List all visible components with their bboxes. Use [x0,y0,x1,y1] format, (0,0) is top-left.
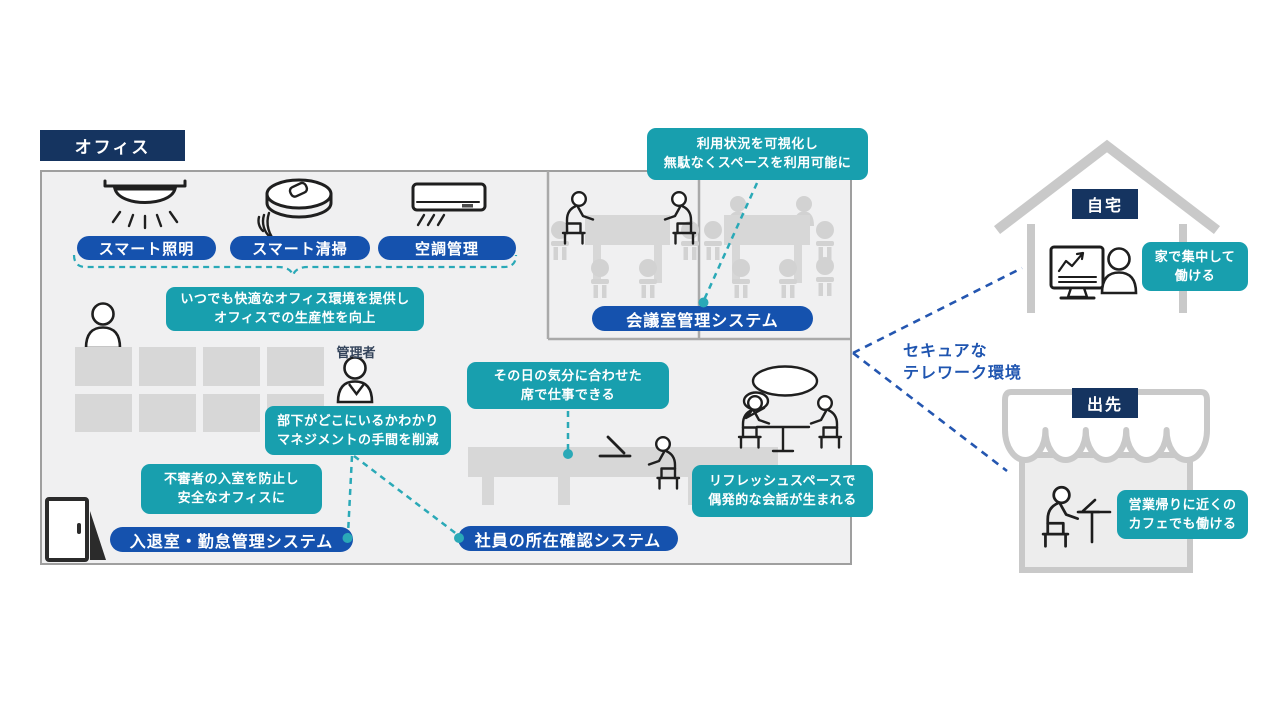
callout-manager-visibility: 部下がどこにいるかわかり マネジメントの手間を削減 [265,406,451,455]
pill-smart-lighting: スマート照明 [77,236,216,260]
manager-label: 管理者 [336,345,376,360]
callout-home-focus: 家で集中して 働ける [1142,242,1248,291]
callout-free-seat: その日の気分に合わせた 席で仕事できる [467,362,669,409]
pill-meeting-room-system: 会議室管理システム [592,306,813,331]
pill-smart-cleaning: スマート清掃 [230,236,370,260]
out-title-tag: 出先 [1072,388,1138,418]
home-monitor-icon [1049,245,1105,300]
pill-entry-attendance-system: 入退室・勤怠管理システム [110,527,353,552]
store-icon [1002,389,1210,573]
pill-ac-management: 空調管理 [378,236,516,260]
callout-meeting-usage: 利用状況を可視化し 無駄なくスペースを利用可能に [647,128,868,180]
cafe-laptop-desk-icon [1076,498,1112,544]
callout-security: 不審者の入室を防止し 安全なオフィスに [141,464,322,514]
pill-location-system: 社員の所在確認システム [458,526,678,551]
home-worker-icon [1100,247,1138,295]
callout-cafe-work: 営業帰りに近くの カフェでも働ける [1117,490,1248,539]
callout-comfortable-office: いつでも快適なオフィス環境を提供し オフィスでの生産性を向上 [166,287,424,331]
cafe-worker-icon [1041,485,1080,548]
callout-refresh-space: リフレッシュスペースで 偶発的な会話が生まれる [692,465,873,517]
home-title-tag: 自宅 [1072,189,1138,219]
telework-label: セキュアな テレワーク環境 [903,343,1023,383]
office-title-tag: オフィス [40,130,185,161]
